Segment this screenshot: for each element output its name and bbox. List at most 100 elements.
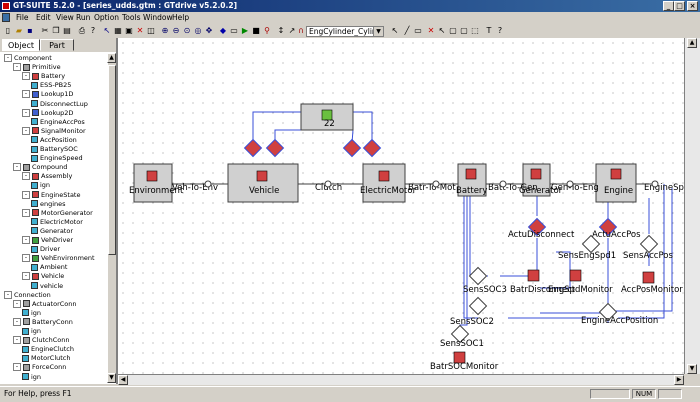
connection-node[interactable] <box>204 180 212 188</box>
connection-node[interactable] <box>499 180 507 188</box>
link-icon[interactable]: ⚲ <box>264 26 270 35</box>
tab-part[interactable]: Part <box>40 39 74 51</box>
tab-object[interactable]: Object <box>2 39 40 51</box>
arrow-pointer-icon[interactable]: ↖ <box>391 26 399 35</box>
tree-item[interactable]: -MotorGenerator <box>22 208 93 218</box>
tree-item[interactable]: Ambient <box>31 262 67 272</box>
select-icon[interactable]: ↖ <box>103 26 111 35</box>
tree-item[interactable]: MotorClutch <box>22 353 71 363</box>
signal-port[interactable] <box>243 138 263 158</box>
stop-icon[interactable]: ■ <box>252 26 260 35</box>
menu-window[interactable]: Window <box>143 13 173 22</box>
tree-item[interactable]: -EngineState <box>22 190 80 200</box>
tree-item[interactable]: -BatteryConn <box>13 317 73 327</box>
block-battery[interactable]: Battery <box>456 163 487 197</box>
scroll-down-icon[interactable]: ▼ <box>687 364 697 374</box>
scroll-up-icon[interactable]: ▲ <box>687 38 697 48</box>
copy-icon[interactable]: ❐ <box>52 26 60 35</box>
model-diagram[interactable]: Environment Vehicle ElectricMotor Batter… <box>118 38 684 374</box>
tree-item[interactable]: -ForceConn <box>13 362 66 372</box>
scroll-left-icon[interactable]: ◀ <box>118 375 128 385</box>
sens-soc2[interactable]: SensSOC2 <box>450 296 494 327</box>
expand-toggle-icon[interactable]: - <box>22 190 30 199</box>
menu-file[interactable]: File <box>16 13 29 22</box>
arrange-icon[interactable]: ◫ <box>147 26 155 35</box>
rectangle-icon[interactable]: ▭ <box>414 26 422 35</box>
print-icon[interactable]: ⎙ <box>78 26 86 35</box>
batr-soc-monitor[interactable]: BatrSOCMonitor <box>430 351 499 372</box>
cursor-icon[interactable]: ↕ <box>277 26 285 35</box>
connection-node[interactable] <box>432 180 440 188</box>
tree-item[interactable]: DisconnectLup <box>31 99 88 109</box>
expand-toggle-icon[interactable]: - <box>13 363 21 372</box>
chevron-down-icon[interactable]: ▼ <box>373 27 383 36</box>
menu-run[interactable]: Run <box>76 13 91 22</box>
expand-toggle-icon[interactable]: - <box>22 208 30 217</box>
expand-toggle-icon[interactable]: - <box>22 90 30 99</box>
window-icon[interactable]: ▣ <box>125 26 133 35</box>
tree-item[interactable]: AccPosition <box>31 135 77 145</box>
tree-item[interactable]: vehicle <box>31 281 63 291</box>
expand-toggle-icon[interactable]: - <box>13 163 21 172</box>
canvas-vertical-scrollbar[interactable]: ▲ ▼ <box>684 38 700 374</box>
help-icon[interactable]: ? <box>90 26 96 35</box>
pointer-arrow-icon[interactable]: ↖ <box>438 26 446 35</box>
delete-icon[interactable]: ✕ <box>136 26 144 35</box>
sens-eng-spd1[interactable]: SensEngSpd1 <box>558 234 616 261</box>
expand-toggle-icon[interactable]: - <box>4 54 12 62</box>
tree-item[interactable]: -Lookup1D <box>22 89 73 99</box>
zoom-fit-icon[interactable]: ⊙ <box>183 26 191 35</box>
actu-disconnect[interactable]: ActuDisconnect <box>508 217 575 240</box>
tree-item[interactable]: -Battery <box>22 71 65 81</box>
pointer-icon[interactable]: ↗ <box>288 26 296 35</box>
question-icon[interactable]: ? <box>497 26 503 35</box>
menu-view[interactable]: View <box>56 13 74 22</box>
scroll-up-icon[interactable]: ▲ <box>107 53 116 63</box>
tree-item[interactable]: -ClutchConn <box>13 335 69 345</box>
expand-toggle-icon[interactable]: - <box>13 63 21 72</box>
menu-edit[interactable]: Edit <box>36 13 51 22</box>
cross-icon[interactable]: ✕ <box>427 26 435 35</box>
tree-item[interactable]: EngineAccPos <box>31 117 85 127</box>
signal-port[interactable] <box>342 138 362 158</box>
tree-item[interactable]: ign <box>31 180 50 190</box>
acc-pos-monitor[interactable]: AccPosMonitor <box>621 271 683 295</box>
connection-node[interactable] <box>324 180 332 188</box>
expand-toggle-icon[interactable]: - <box>22 236 30 244</box>
scroll-down-icon[interactable]: ▼ <box>107 373 116 383</box>
close-button[interactable]: × <box>687 1 698 11</box>
tree-item[interactable]: ElectricMotor <box>31 217 83 227</box>
expand-toggle-icon[interactable]: - <box>22 108 30 117</box>
expand-toggle-icon[interactable]: - <box>22 272 30 281</box>
run-icon[interactable]: ▶ <box>241 26 249 35</box>
save-icon[interactable]: ▪ <box>27 26 33 35</box>
tree-item[interactable]: -Component <box>4 53 52 63</box>
block-electricmotor[interactable]: ElectricMotor <box>360 163 417 203</box>
sens-soc1[interactable]: SensSOC1 <box>440 324 484 349</box>
tree-item[interactable]: -Primitive <box>13 62 61 72</box>
tree-item[interactable]: -Assembly <box>22 171 72 181</box>
pan-icon[interactable]: ✥ <box>205 26 213 35</box>
eng-spd-monitor[interactable]: EngSpdMonitor <box>548 269 613 295</box>
zoom-out-icon[interactable]: ⊖ <box>172 26 180 35</box>
tree-item[interactable]: engines <box>31 199 66 209</box>
signal-port[interactable] <box>362 138 382 158</box>
tree-item[interactable]: EngineClutch <box>22 344 74 354</box>
magnet-icon[interactable]: ∩ <box>298 26 304 35</box>
expand-toggle-icon[interactable]: - <box>22 254 30 263</box>
tree-item[interactable]: -VehEnvironment <box>22 253 95 263</box>
connection-node[interactable] <box>566 180 574 188</box>
tree-item[interactable]: Generator <box>31 226 73 236</box>
diamond-icon[interactable]: ◆ <box>219 26 227 35</box>
tree-item[interactable]: -Connection <box>4 290 51 300</box>
tree-item[interactable]: -VehDriver <box>22 235 73 245</box>
tree-item[interactable]: ESS-PB25 <box>31 80 71 90</box>
expand-toggle-icon[interactable]: - <box>22 172 30 181</box>
part-selector-combo[interactable]: EngCylinder_Cylinder ▼ <box>306 26 384 37</box>
minimize-button[interactable]: _ <box>663 1 674 11</box>
tree-item[interactable]: -SignalMonitor <box>22 126 86 136</box>
draw-line-icon[interactable]: ╱ <box>404 26 410 35</box>
new-icon[interactable]: ▯ <box>5 26 11 35</box>
actu-acc-pos[interactable]: ActuAccPos <box>592 217 641 240</box>
select-box-icon[interactable]: ⬚ <box>471 26 479 35</box>
